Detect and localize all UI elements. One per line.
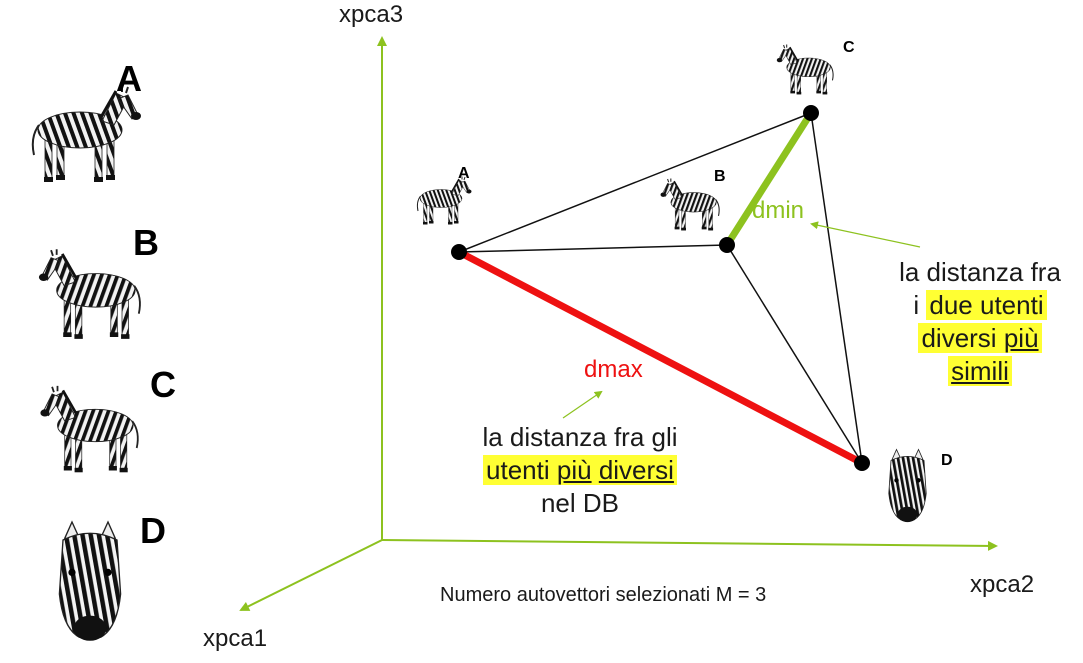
zebra-image-a	[33, 86, 141, 182]
zebra-image-point-c	[776, 44, 834, 96]
dmin-note-line1: la distanza fra	[899, 257, 1061, 287]
point-a	[451, 244, 467, 260]
zebra-image-c	[38, 385, 140, 474]
dmax-note-utenti: utenti	[486, 455, 550, 485]
axes	[239, 36, 998, 611]
dmax-note-highlight: utenti più diversi	[483, 455, 677, 485]
dmin-note-simili: simili	[948, 356, 1012, 386]
zebra-image-point-b	[660, 177, 721, 232]
edges	[457, 111, 864, 467]
point-label-b: B	[714, 168, 726, 185]
points	[451, 105, 870, 471]
side-label-d: D	[140, 510, 166, 551]
axis-label-xpca2: xpca2	[970, 571, 1034, 598]
dmin-pointer-arrow	[810, 221, 921, 248]
dmin-note-diversi: diversi	[921, 323, 997, 353]
dmax-note-piu: più	[556, 455, 592, 485]
dmin-note-piu: più	[1003, 323, 1039, 353]
dmax-note-line3: nel DB	[540, 488, 620, 518]
caption: Numero autovettori selezionati M = 3	[440, 584, 767, 606]
dmin-note: la distanza fra i due utenti diversi più…	[880, 256, 1080, 388]
side-label-b: B	[133, 222, 159, 263]
edge-a-b	[458, 244, 728, 253]
point-c	[803, 105, 819, 121]
edge-dmax-a-d	[457, 248, 864, 467]
edge-dmin-b-c	[724, 111, 814, 247]
zebra-image-point-d	[888, 449, 927, 523]
dmin-note-line4: simili	[880, 355, 1080, 388]
dmax-pointer-arrow	[562, 390, 603, 419]
dmax-note-line2: utenti più diversi	[440, 454, 720, 487]
dmin-note-line2: i due utenti	[880, 289, 1080, 322]
dmin-note-line3: diversi più	[880, 322, 1080, 355]
dmax-label: dmax	[584, 356, 643, 383]
zebra-image-b	[38, 247, 142, 341]
point-label-a: A	[458, 165, 470, 182]
dmin-label: dmin	[752, 197, 804, 224]
point-b	[719, 237, 735, 253]
side-label-c: C	[150, 364, 176, 405]
dmin-note-due-utenti: due utenti	[926, 290, 1047, 320]
dmin-note-i: i	[913, 290, 920, 320]
point-d	[854, 455, 870, 471]
axis-xpca1	[239, 539, 383, 611]
axis-label-xpca1: xpca1	[203, 625, 267, 652]
side-label-a: A	[116, 58, 142, 99]
dmin-note-highlight: diversi più	[918, 323, 1042, 353]
edge-b-d	[726, 244, 863, 464]
edge-c-d	[810, 112, 863, 464]
zebra-image-point-a	[416, 175, 472, 226]
axis-label-xpca3: xpca3	[339, 1, 403, 28]
point-label-c: C	[843, 39, 855, 56]
dmax-note-diversi: diversi	[598, 455, 674, 485]
dmax-note-line1: la distanza fra gli	[482, 422, 678, 452]
zebra-image-d	[58, 521, 122, 642]
axis-xpca2	[381, 539, 998, 551]
edge-a-c	[458, 112, 812, 253]
dmax-note: la distanza fra gli utenti più diversi n…	[440, 421, 720, 520]
point-label-d: D	[941, 452, 953, 469]
